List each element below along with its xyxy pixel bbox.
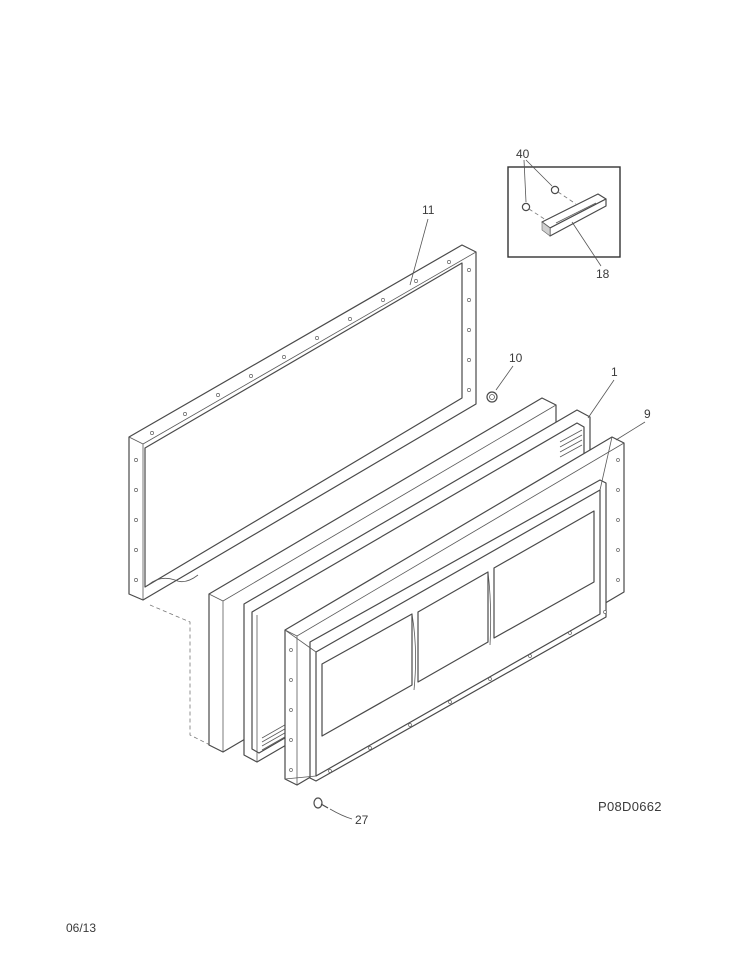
panel-11-holes (134, 260, 471, 582)
callout-27: 27 (355, 813, 369, 827)
inset-detail (507, 159, 621, 267)
callout-11: 11 (422, 203, 435, 217)
date-code: 06/13 (66, 921, 96, 935)
callout-18: 18 (596, 267, 610, 281)
frame-9-holes (289, 458, 620, 773)
screw-40-a (521, 202, 531, 212)
pane-left (321, 613, 413, 737)
gasket-frame-part-9 (284, 421, 646, 786)
handle-part-18 (541, 193, 607, 237)
callout-1: 1 (611, 365, 618, 379)
screw-40-b (550, 185, 560, 195)
projection-lines (149, 604, 213, 747)
pane-right (493, 510, 595, 639)
callout-9: 9 (644, 407, 651, 421)
callout-10: 10 (509, 351, 523, 365)
callout-40: 40 (516, 147, 530, 161)
pane-center (417, 571, 489, 683)
screw-part-27 (313, 797, 353, 820)
plug-part-10 (486, 365, 514, 403)
outer-panel-part-11 (128, 218, 477, 601)
drawing-id: P08D0662 (598, 799, 662, 814)
